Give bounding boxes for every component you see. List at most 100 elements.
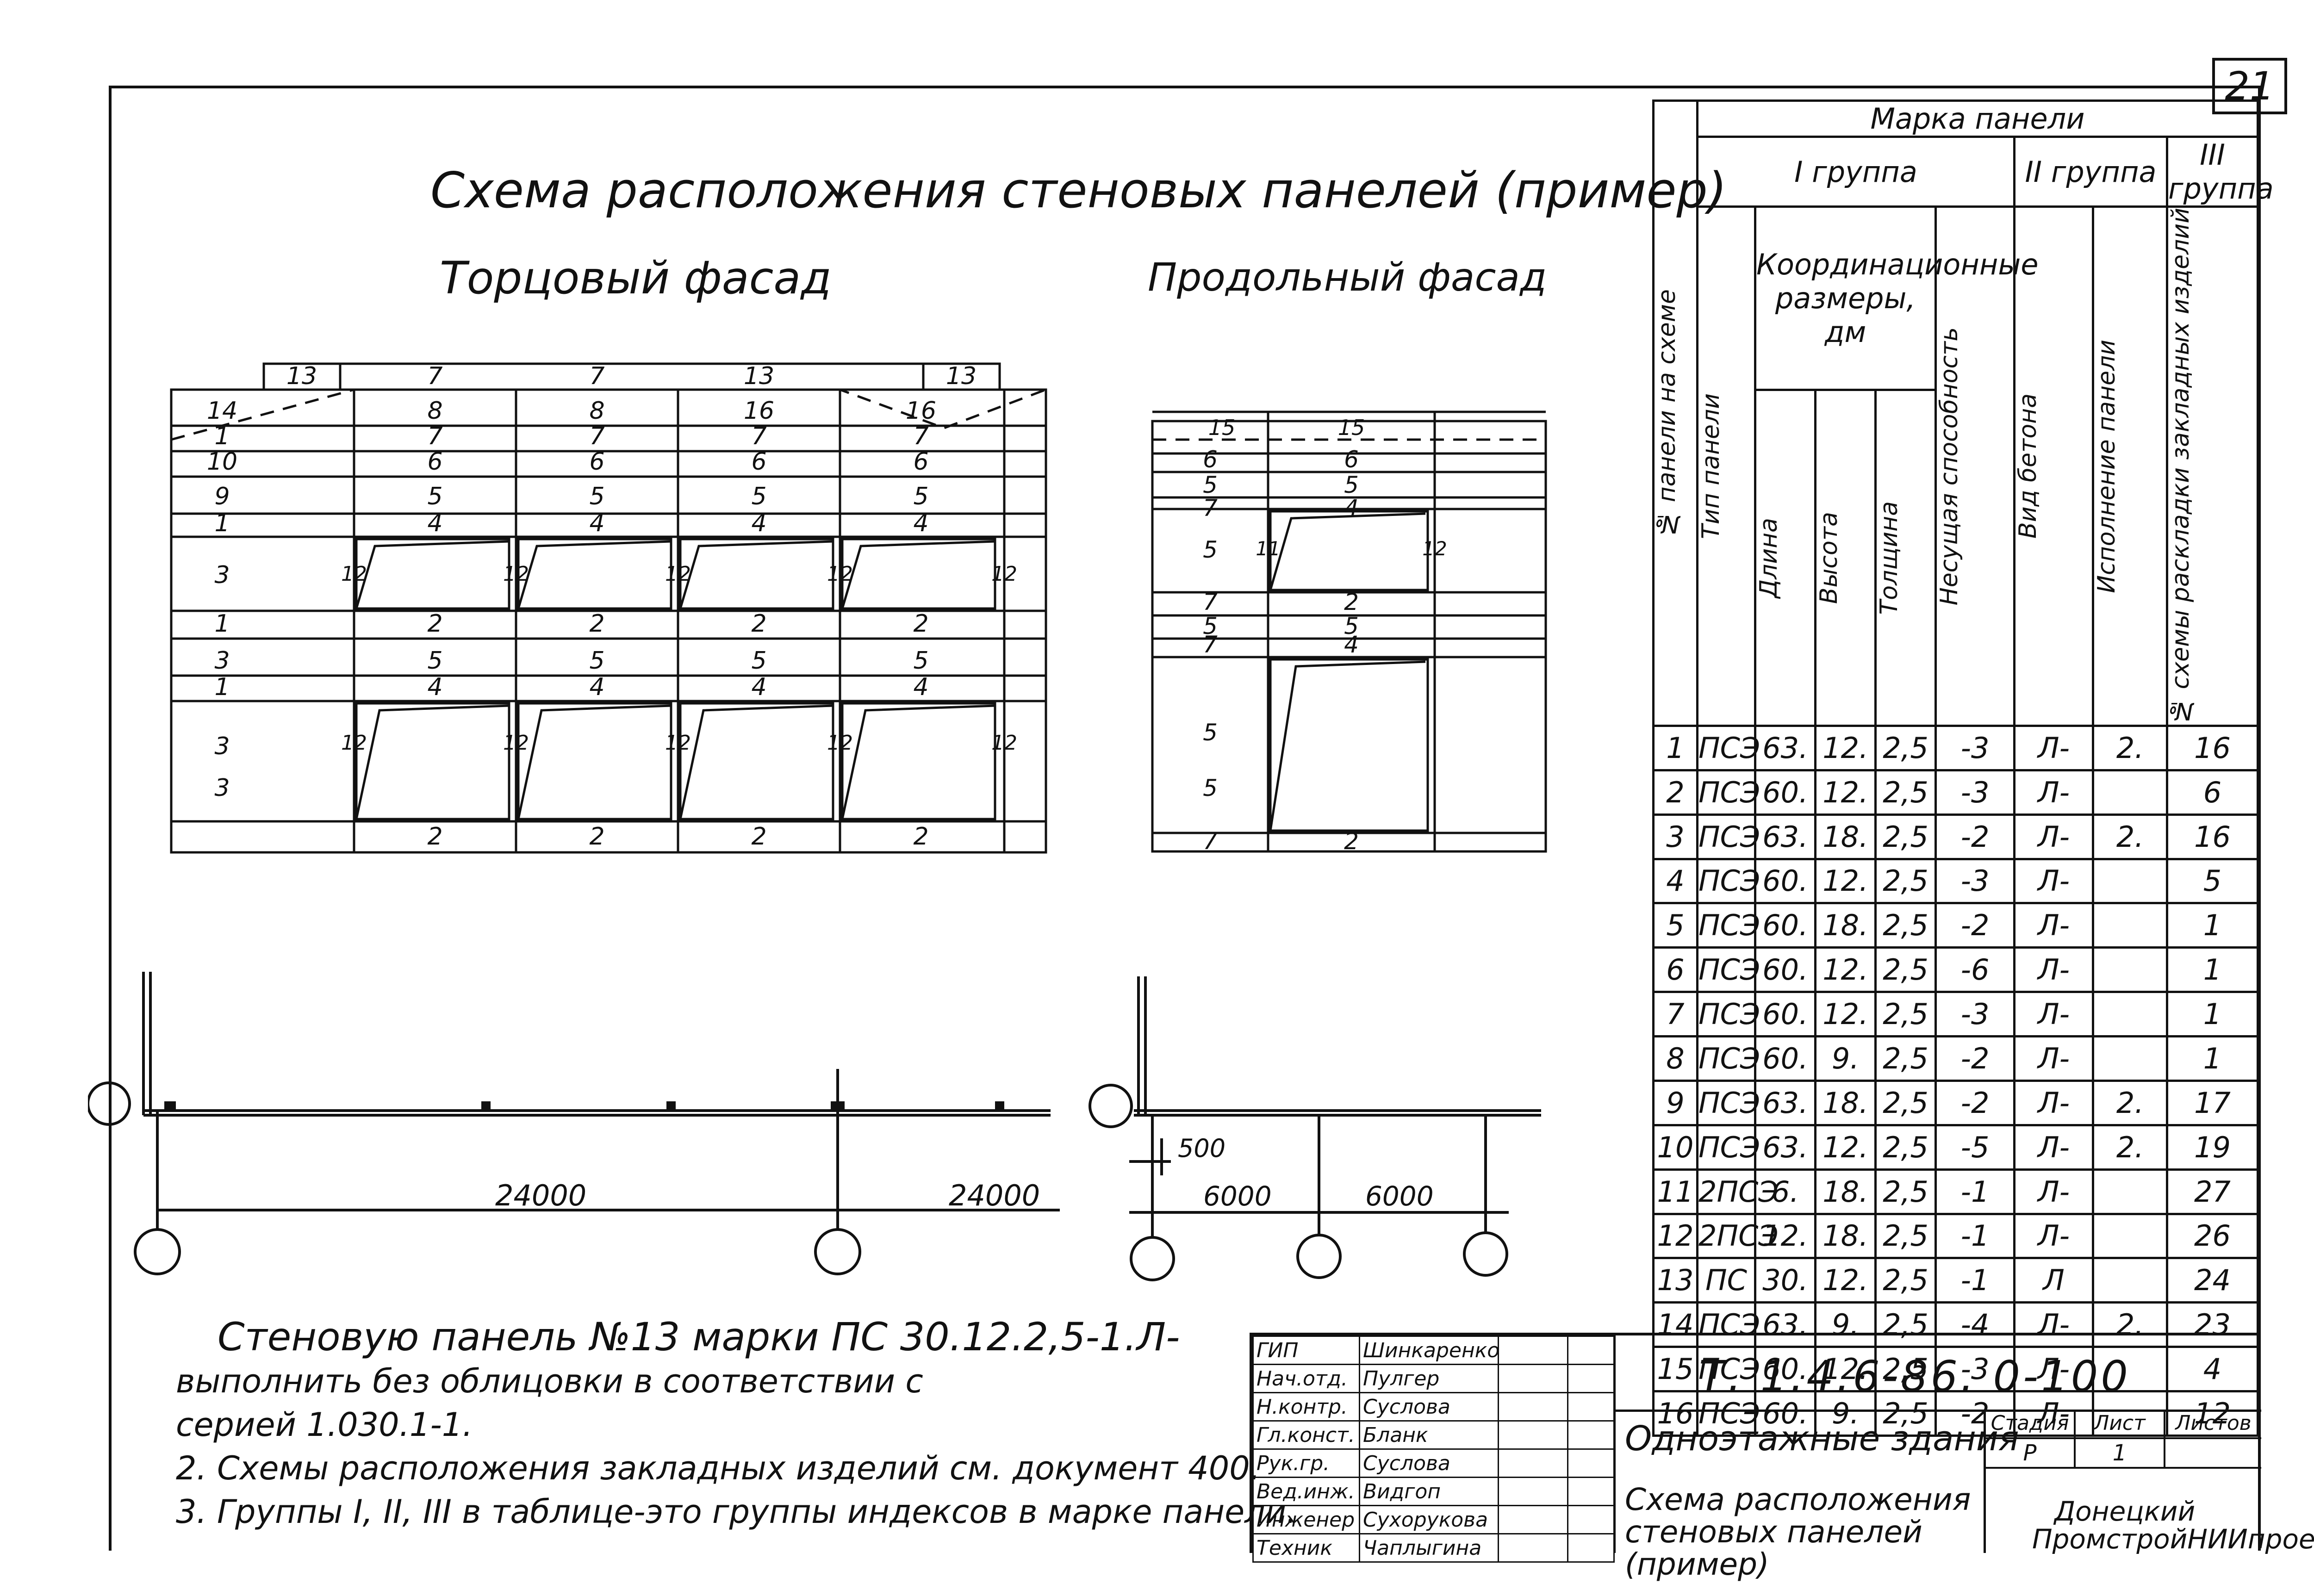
table-cell: 2. [2092,1124,2168,1171]
wall-panel-label: 7 [1203,631,1218,658]
dimension-label: 500 [1178,1134,1225,1163]
roof-panel-label: 13 [286,362,317,390]
table-cell [2092,1168,2168,1215]
wall-panel-label: 16 [906,397,936,425]
table-cell: 12. [1814,857,1877,905]
wall-panel-label: 6 [589,448,604,476]
wall-panel-label: 1 [214,422,230,450]
signature-cell [1498,1420,1568,1450]
table-cell: 12 [2166,1390,2259,1437]
table-cell: 2. [2092,1301,2168,1348]
table-cell: 1 [2166,1035,2259,1082]
col-header-exec: Исполнение панели [2092,205,2168,727]
table-cell: -3 [1935,857,2015,905]
col-header-load: Несущая способность [1935,205,2015,727]
end-facade-title: Торцовый фасад [440,252,832,304]
table-cell: 60. [1754,902,1816,949]
person-name: Сухорукова [1359,1505,1499,1534]
signature-cell [1498,1533,1568,1563]
person-name: Суслова [1359,1392,1499,1422]
signature-cell [1498,1477,1568,1506]
window-panel-label: 12 [665,562,691,586]
wall-panel-label: 2 [751,823,766,851]
table-cell [2092,1035,2168,1082]
table-cell: 18. [1814,1079,1877,1126]
table-cell: ПСЭ [1696,1035,1760,1082]
role-label: Н.контр. [1252,1392,1360,1422]
table-cell: 63. [1754,1079,1816,1126]
person-name: Шинкаренко [1359,1335,1499,1365]
table-cell: 2,5 [1874,857,1937,905]
table-cell: ПСЭ [1696,991,1760,1038]
table-cell: 63. [1754,724,1816,771]
table-cell: Л- [2013,813,2094,860]
table-cell: 2ПСЭ [1696,1168,1779,1215]
table-cell: 9 [1652,1079,1698,1126]
wall-panel-label: 16 [744,397,774,425]
window-panel-label: 12 [991,731,1017,755]
table-cell: 12. [1814,946,1877,994]
signature-cell [1498,1392,1568,1422]
roof-panel-label: 13 [946,362,977,390]
wall-panel-label: 2 [589,823,604,851]
table-cell: -4 [1935,1301,2015,1348]
table-cell: 30. [1754,1257,1816,1304]
note-line: Стеновую панель №13 марки ПС 30.12.2,5-1… [218,1314,1180,1360]
person-name: Бланк [1359,1420,1499,1450]
table-cell: 2. [2092,724,2168,771]
table-cell: 15 [1652,1346,1698,1393]
wall-panel-label: 8 [427,397,442,425]
sheet-label: Лист [2076,1410,2165,1439]
role-label: Нач.отд. [1252,1364,1360,1393]
dimension-label: 6000 [1203,1180,1272,1212]
table-cell: -3 [1935,991,2015,1038]
window-panel-label: 12 [827,731,853,755]
table-cell: 9. [1814,1301,1877,1348]
wall-panel-label: 4 [427,673,442,701]
table-cell: 24 [2166,1257,2259,1304]
date-cell [1567,1505,1615,1534]
table-cell: 2. [2092,813,2168,860]
table-cell [2092,769,2168,816]
table-cell [2092,1257,2168,1304]
wall-panel-label: 5 [589,483,604,510]
role-label: Инженер [1252,1505,1360,1534]
table-cell: -3 [1935,724,2015,771]
table-cell: 1 [2166,946,2259,994]
table-cell: Л- [2013,946,2094,994]
wall-panel-label: 7 [1203,495,1218,522]
table-cell: 7 [1652,991,1698,1038]
table-cell: 60. [1754,946,1816,994]
table-cell: Л- [2013,1124,2094,1171]
signature-row: Нач.отд.Пулгер [1252,1364,1615,1393]
wall-panel-label: 5 [751,647,766,675]
organization-name: Донецкий ПромстройНИИпроект [2032,1496,2314,1555]
drawing-sheet-frame [109,86,2261,1551]
table-cell: 3 [1652,813,1698,860]
col-header-coord: Координационные размеры, дм [1754,205,2039,391]
table-cell: 8 [1652,1035,1698,1082]
date-cell [1567,1364,1615,1393]
table-cell: 6 [1652,946,1698,994]
table-cell: 12. [1814,1346,1877,1393]
wall-panel-label: 8 [589,397,604,425]
table-cell: 14 [1652,1301,1698,1348]
date-cell [1567,1477,1615,1506]
table-cell: 2,5 [1874,902,1937,949]
wall-panel-label: 6 [913,448,928,476]
wall-panel-label: 2 [427,610,442,638]
table-cell: 63. [1754,1124,1816,1171]
table-cell: 18. [1814,902,1877,949]
col-header-concrete: Вид бетона [2013,205,2094,727]
dimension-label: 24000 [949,1179,1040,1212]
table-cell: ПСЭ [1696,1301,1760,1348]
table-cell: ПСЭ [1696,813,1760,860]
group-header: Марка панели [1696,99,2259,138]
wall-panel-label: 7 [751,422,766,450]
